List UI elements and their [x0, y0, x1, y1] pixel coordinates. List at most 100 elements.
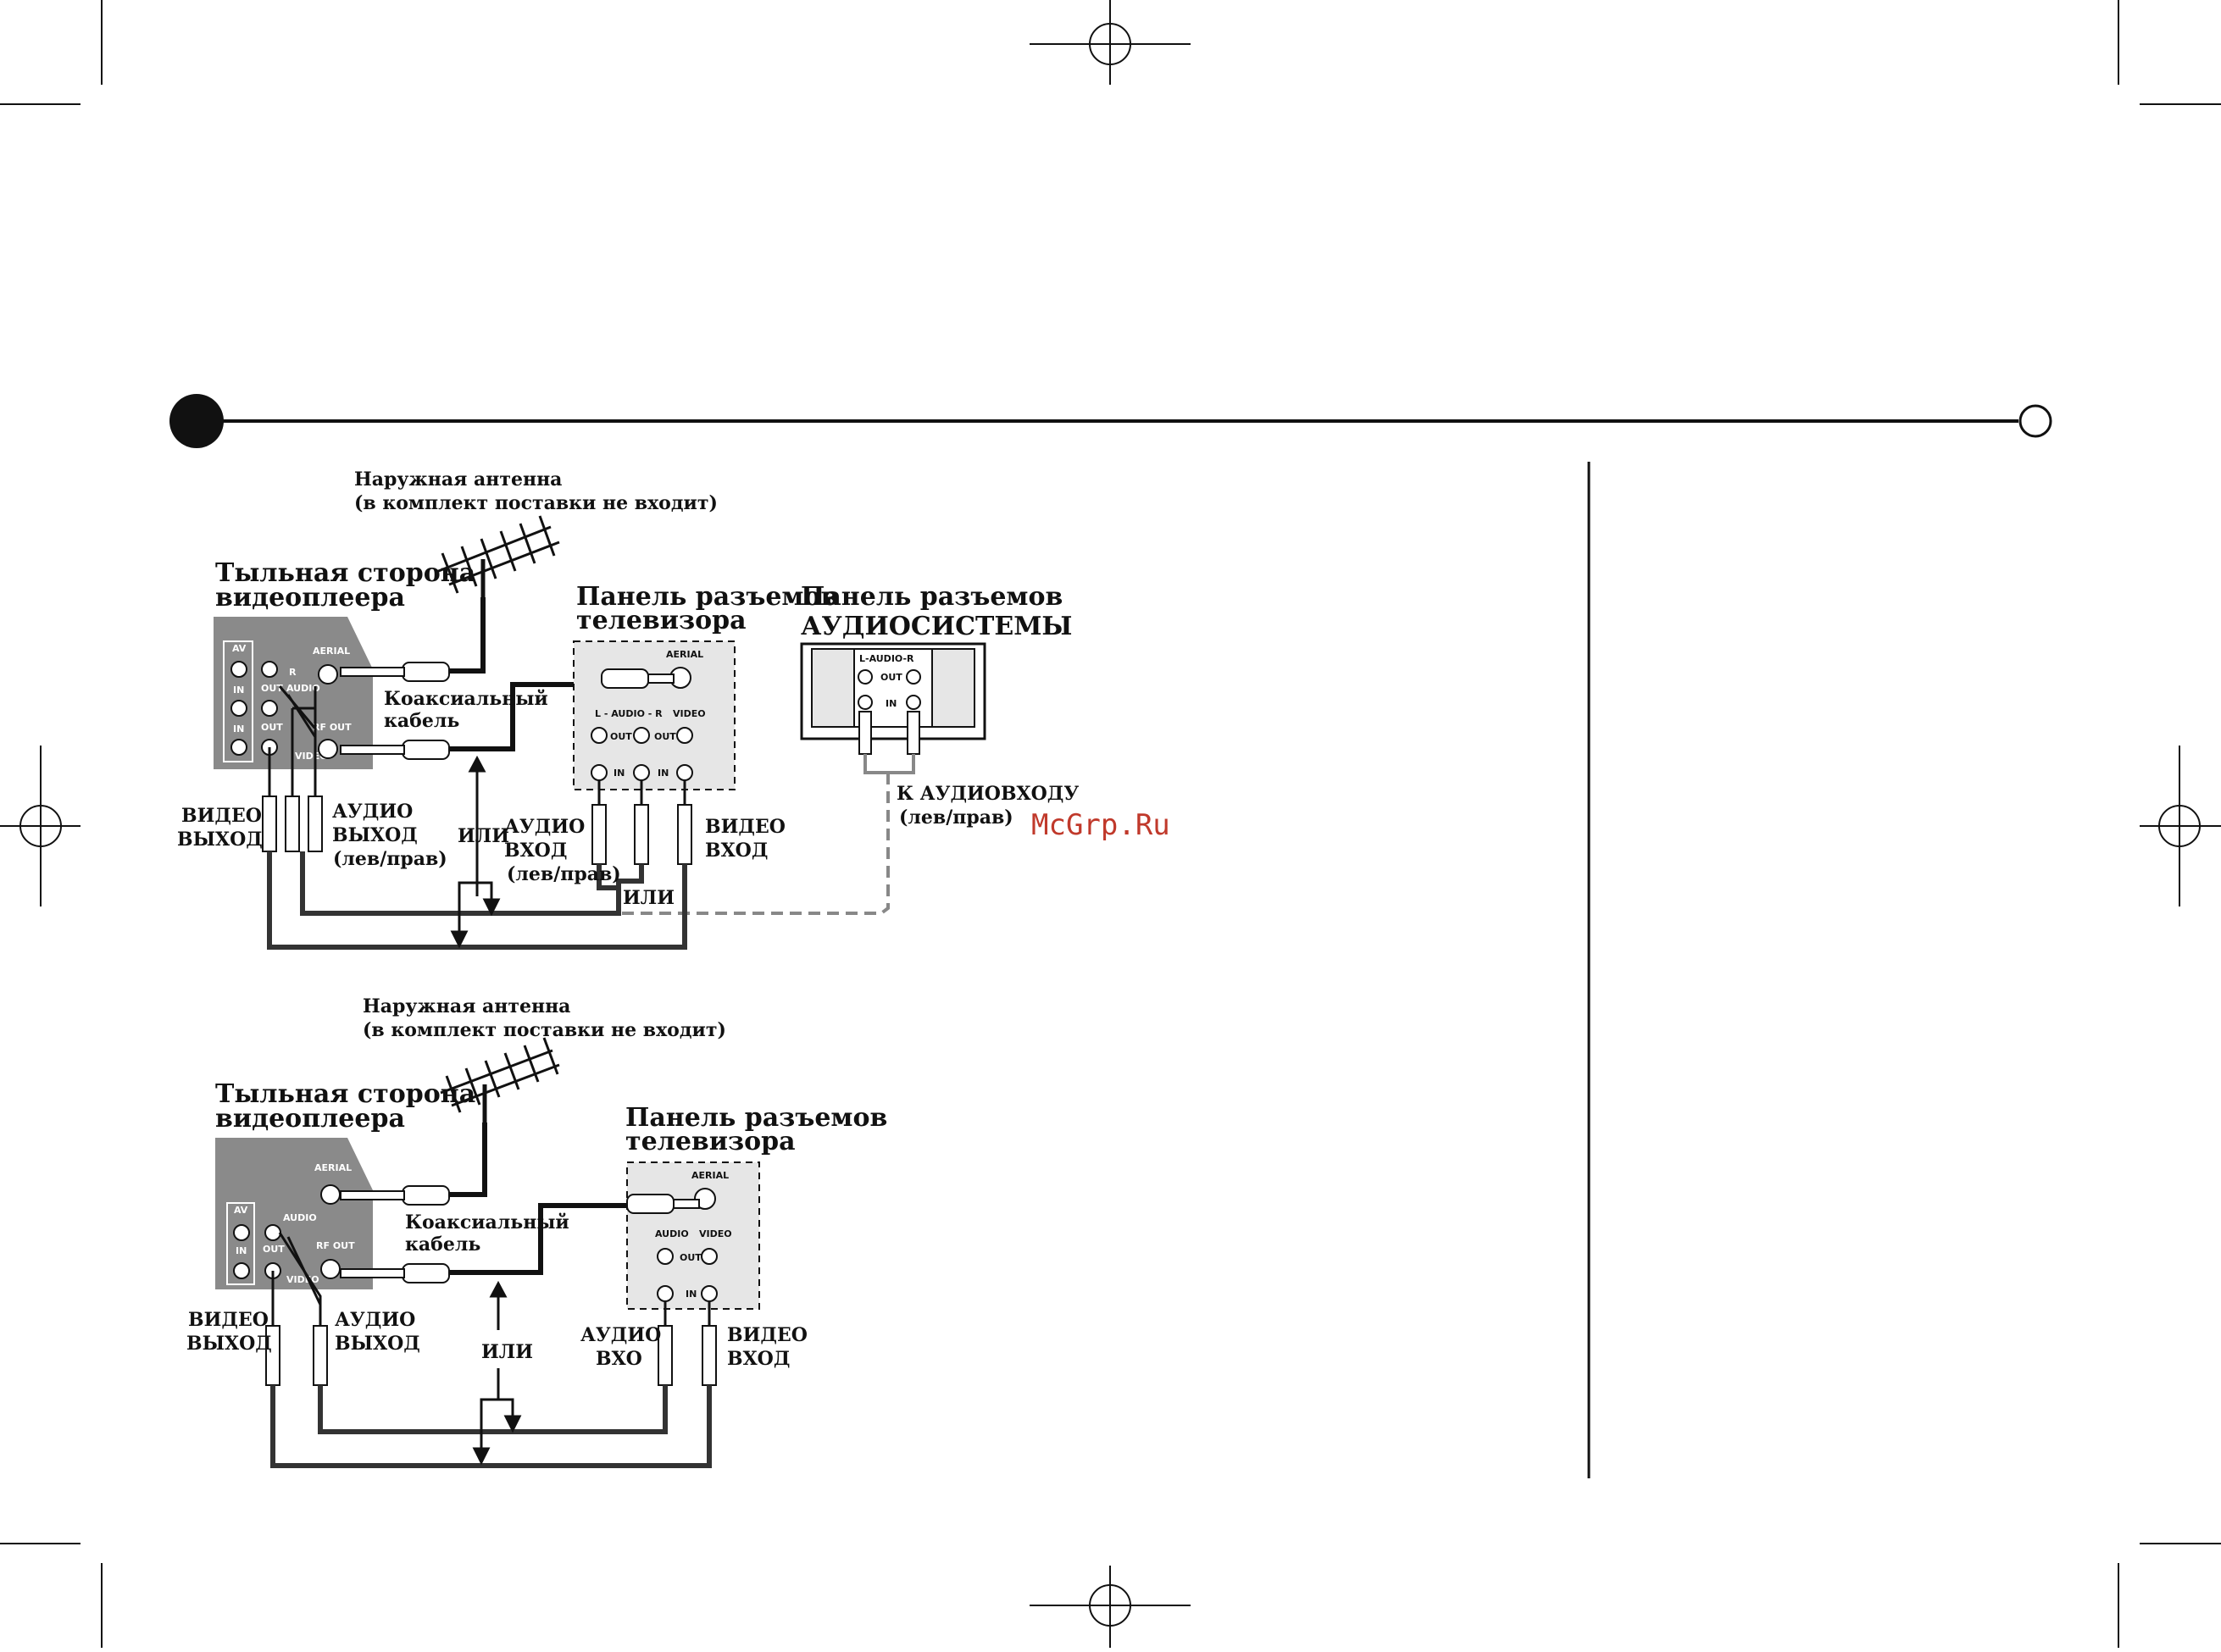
audiosys-1-in-label: IN: [886, 698, 897, 709]
antenna-2: [440, 1037, 560, 1123]
vcr-1-title-1: Тыльная сторона: [215, 558, 475, 588]
video-out-1-label-1: ВИДЕО: [181, 805, 262, 827]
video-out-2-label-2: ВЫХОД: [186, 1333, 272, 1355]
or-1-label: ИЛИ: [458, 825, 509, 847]
tv-1-laudior-label: L - AUDIO - R: [595, 708, 663, 719]
vcr-2-out-label: OUT: [263, 1244, 285, 1255]
audiosys-1-title-2: АУДИОСИСТЕМЫ: [801, 612, 1072, 641]
coax-plug-1c: [601, 668, 675, 689]
vcr-1-rca-plugs: [262, 796, 323, 852]
tv-1-in1-label: IN: [614, 768, 625, 779]
tv-2-audio-label: AUDIO: [655, 1228, 689, 1239]
diagram-1: Наружная антенна (в комплект поставки не…: [177, 468, 1079, 950]
tv-1-video-label: VIDEO: [673, 708, 706, 719]
coax-2-label-2: кабель: [405, 1233, 480, 1256]
header-bullet-filled: [169, 394, 224, 448]
audiosys-1-to-in-label-2: (лев/прав): [899, 807, 1013, 829]
vcr-2-jack-in-top: [233, 1224, 250, 1241]
tv-1-out2-label: OUT: [654, 731, 676, 742]
tv-2-jack-out-a: [657, 1248, 674, 1265]
tv-1-jack-out-v: [676, 727, 693, 744]
vcr-1-title-2: видеоплеера: [215, 583, 405, 613]
tv-2-jack-in-v: [701, 1285, 718, 1302]
tv-2-title-2: телевизора: [625, 1127, 796, 1156]
video-in-2-label-1: ВИДЕО: [727, 1324, 808, 1346]
antenna-1-label-1: Наружная антенна: [354, 468, 562, 491]
tv-1-aerial-label: AERIAL: [666, 649, 703, 660]
vcr-2-audio-label: AUDIO: [283, 1212, 317, 1223]
vcr-1-out1-label: OUT: [261, 683, 283, 694]
registration-mark-bottom: [1030, 1566, 1191, 1648]
tv-2-rca-plugs: [658, 1325, 717, 1386]
registration-mark-right: [2140, 746, 2221, 906]
audio-in-2-label-1: АУДИО: [580, 1324, 661, 1346]
vcr-2-panel: AERIAL AV AUDIO IN OUT RF OUT VIDEO: [215, 1138, 373, 1289]
tv-2-panel: AERIAL AUDIO VIDEO OUT IN: [626, 1161, 760, 1310]
coax-plug-2c: [626, 1194, 700, 1214]
tv-2-video-label: VIDEO: [699, 1228, 732, 1239]
tv-1-out1-label: OUT: [610, 731, 632, 742]
or-arrow-2: [472, 1280, 522, 1466]
audio-out-1-label-2: ВЫХОД: [332, 824, 418, 846]
audiosys-1-panel: L-AUDIO-R OUT IN: [800, 642, 986, 740]
antenna-2-label-1: Наружная антенна: [363, 995, 570, 1017]
coax-plug-2a: [340, 1185, 450, 1206]
vcr-2-video-label: VIDEO: [286, 1274, 319, 1285]
tv-1-title-2: телевизора: [576, 606, 747, 635]
vcr-1-jack-out-mid: [261, 700, 278, 717]
audiosys-1-title-1: Панель разъемов: [801, 582, 1063, 612]
video-out-2-label-1: ВИДЕО: [188, 1309, 269, 1331]
tv-2-title-1: Панель разъемов: [625, 1103, 887, 1133]
vcr-2-jack-aerial: [320, 1184, 341, 1205]
watermark: McGrp.Ru: [1031, 808, 1170, 842]
video-in-1-label-2: ВХОД: [705, 840, 768, 862]
audiosys-1-jack-out-l: [858, 669, 873, 685]
tv-2-in-label: IN: [686, 1289, 697, 1300]
vcr-2-rca-plugs: [265, 1325, 328, 1386]
tv-2-aerial-label: AERIAL: [691, 1170, 729, 1181]
vcr-2-aerial-label: AERIAL: [314, 1162, 352, 1173]
tv-2-jack-in-a: [657, 1285, 674, 1302]
vcr-1-audio-label: AUDIO: [286, 683, 320, 694]
vcr-1-av-label: AV: [232, 643, 247, 654]
audio-in-1-label-3: (лев/прав): [507, 863, 621, 885]
vcr-1-in2-label: IN: [233, 723, 244, 735]
coax-2-label-1: Коаксиальный: [405, 1211, 569, 1233]
vcr-1-jack-rfout: [318, 739, 338, 759]
tv-1-jack-out-l: [591, 727, 608, 744]
vcr-2-jack-out-top: [264, 1224, 281, 1241]
audio-in-2-label-2: ВХО: [596, 1348, 642, 1370]
antenna-2-label-2: (в комплект поставки не входит): [363, 1019, 726, 1041]
header-rule: [169, 394, 2052, 448]
audio-in-1-label-2: ВХОД: [504, 840, 567, 862]
vcr-2-title-1: Тыльная сторона: [215, 1079, 475, 1109]
vcr-2-jack-in-bot: [233, 1262, 250, 1279]
audiosys-1-jack-out-r: [906, 669, 921, 685]
audiosys-1-jack-in-l: [858, 695, 873, 710]
or-1b-label: ИЛИ: [623, 887, 675, 909]
vcr-2-rfout-label: RF OUT: [316, 1240, 355, 1251]
tv-1-panel: AERIAL L - AUDIO - R VIDEO OUT OUT IN IN: [573, 640, 736, 790]
coax-1-label-1: Коаксиальный: [384, 688, 548, 710]
audio-out-2-label-2: ВЫХОД: [335, 1333, 420, 1355]
vcr-1-in1-label: IN: [233, 685, 244, 696]
vcr-1-jack-aerial: [318, 664, 338, 685]
vcr-2-title-2: видеоплеера: [215, 1104, 405, 1134]
tv-1-jack-in-l: [591, 764, 608, 781]
diagram-2: Наружная антенна (в комплект поставки не…: [186, 995, 887, 1468]
video-in-1-label-1: ВИДЕО: [705, 816, 786, 838]
antenna-1-label-2: (в комплект поставки не входит): [354, 492, 718, 514]
vcr-1-jack-in-top: [230, 661, 247, 678]
vcr-2-in-label: IN: [236, 1245, 247, 1256]
vcr-2-av-label: AV: [234, 1205, 248, 1216]
vcr-1-panel: AV IN IN R OUT AUDIO OUT AERIAL RF OUT V…: [214, 617, 373, 769]
audio-out-1-label-1: АУДИО: [332, 801, 413, 823]
vcr-1-jack-out-top: [261, 661, 278, 678]
antenna-1: [436, 515, 560, 597]
tv-1-jack-in-v: [676, 764, 693, 781]
tv-1-jack-out-r: [633, 727, 650, 744]
tv-1-title-1: Панель разъемов: [576, 582, 838, 612]
